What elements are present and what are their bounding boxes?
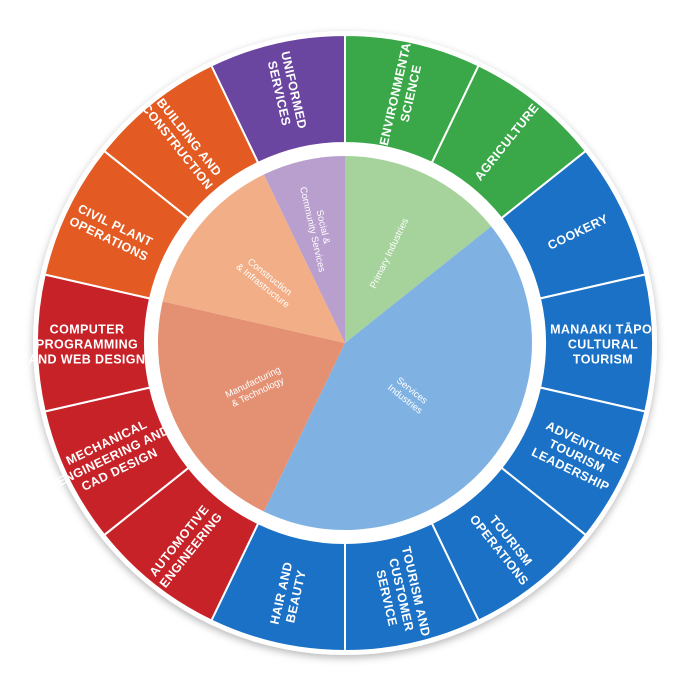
segment-label-computer-programming-line: COMPUTER <box>50 322 125 336</box>
inner-pie: Primary IndustriesServicesIndustriesManu… <box>158 156 532 530</box>
sector-primary-industries <box>345 156 492 343</box>
sector-social-community <box>263 156 345 343</box>
sector-manufacturing-technology <box>158 301 345 512</box>
sector-services-industries <box>263 226 532 530</box>
segment-label-manaaki-tapoi-line: MANAAKI TĀPOI <box>550 322 656 336</box>
segment-uniformed-services <box>210 33 346 165</box>
segment-label-manaaki-tapoi-line: CULTURAL <box>568 337 638 351</box>
segment-label-computer-programming-line: PROGRAMMING <box>36 337 138 351</box>
segment-label-computer-programming-line: AND WEB DESIGN <box>29 352 146 366</box>
segment-label-manaaki-tapoi-line: TOURISM <box>573 352 633 366</box>
sector-construction-infrastructure <box>162 174 345 343</box>
